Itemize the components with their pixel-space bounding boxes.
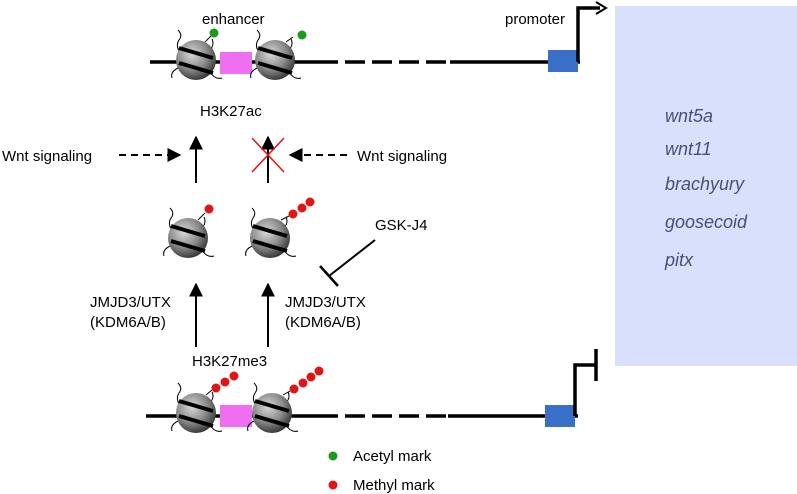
nucleosome-icon bbox=[161, 206, 216, 260]
promoter-label: promoter bbox=[505, 11, 565, 28]
methyl-mark bbox=[229, 371, 239, 381]
gskj4-label: GSK-J4 bbox=[375, 217, 428, 234]
active-locus: enhancer promoter bbox=[150, 1, 608, 82]
gene-label: wnt5a bbox=[665, 106, 713, 126]
jmjd3-utx-label-left: JMJD3/UTX bbox=[90, 294, 171, 311]
h3k27me3-label: H3K27me3 bbox=[192, 353, 267, 370]
acetyl-mark-legend-icon bbox=[328, 451, 338, 461]
target-gene-panel bbox=[615, 6, 797, 366]
methyl-mark-legend-icon bbox=[328, 480, 338, 490]
methyl-mark-legend-label: Methyl mark bbox=[353, 477, 435, 494]
promoter-box bbox=[548, 50, 578, 72]
methyl-mark bbox=[211, 383, 221, 393]
target-gene-list: wnt5a wnt11 brachyury goosecoid pitx bbox=[664, 106, 748, 270]
acetyl-mark bbox=[209, 28, 219, 38]
gene-label: pitx bbox=[664, 250, 694, 270]
kdm6ab-label-left: (KDM6A/B) bbox=[90, 314, 166, 331]
nucleosome-icon bbox=[243, 206, 298, 260]
enhancer-box bbox=[220, 405, 252, 427]
methyl-mark bbox=[288, 209, 298, 219]
acetyl-mark-legend-label: Acetyl mark bbox=[353, 448, 432, 465]
methyl-mark bbox=[289, 384, 299, 394]
methyl-mark bbox=[306, 372, 316, 382]
repressed-tss-arrow bbox=[573, 363, 595, 416]
methyl-mark bbox=[305, 197, 315, 207]
gskj4-inhibition-line bbox=[328, 239, 376, 277]
gene-label: wnt11 bbox=[665, 139, 712, 159]
methyl-mark bbox=[314, 366, 324, 376]
nucleosome-icon bbox=[248, 28, 303, 82]
gene-label: goosecoid bbox=[665, 212, 748, 232]
active-tss-arrow bbox=[576, 6, 600, 62]
kdm6ab-label-right: (KDM6A/B) bbox=[285, 314, 361, 331]
wnt-signaling-label-right: Wnt signaling bbox=[357, 148, 447, 165]
acetyl-mark bbox=[297, 30, 307, 40]
legend: Acetyl mark Methyl mark bbox=[328, 448, 435, 494]
jmjd3-utx-label-right: JMJD3/UTX bbox=[285, 294, 366, 311]
enhancer-box bbox=[220, 52, 252, 74]
h3k27ac-label: H3K27ac bbox=[200, 103, 262, 120]
gskj4-inhibition-bar bbox=[319, 265, 339, 287]
nucleosome-icon bbox=[169, 28, 224, 82]
methyl-mark bbox=[298, 378, 308, 388]
repressed-locus bbox=[146, 349, 598, 435]
inhibited-cross-icon bbox=[251, 137, 285, 173]
methyl-mark bbox=[297, 203, 307, 213]
methyl-mark bbox=[220, 377, 230, 387]
promoter-box bbox=[545, 405, 575, 427]
wnt-signaling-label-left: Wnt signaling bbox=[2, 148, 92, 165]
methyl-mark bbox=[204, 204, 214, 214]
enhancer-label: enhancer bbox=[202, 11, 265, 28]
gene-label: brachyury bbox=[665, 174, 745, 194]
